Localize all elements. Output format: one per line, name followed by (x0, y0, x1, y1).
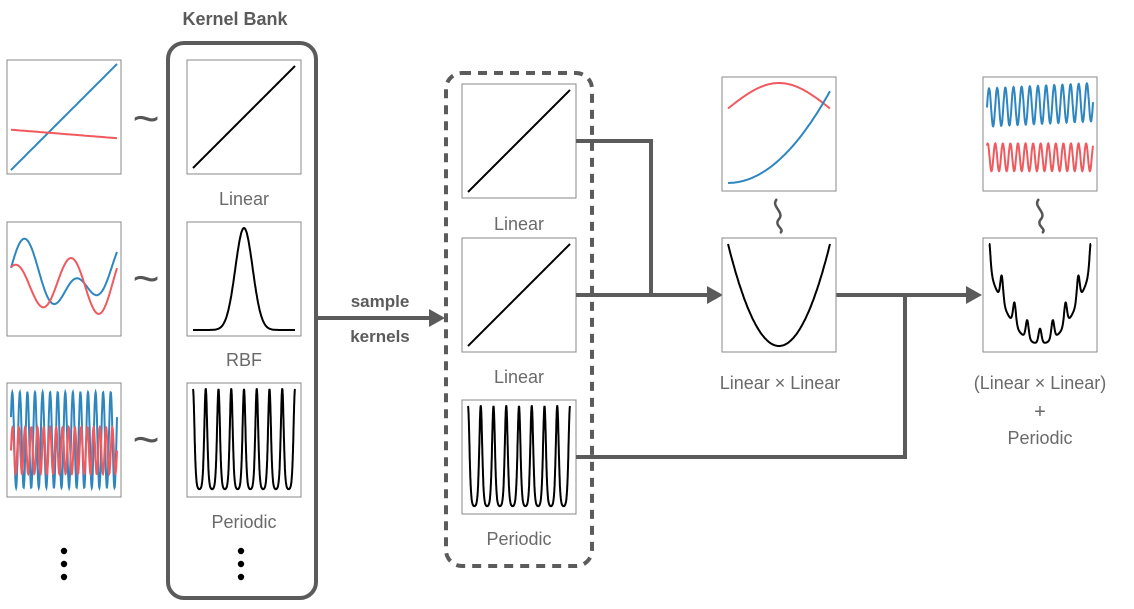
sample-curve-red (986, 141, 1094, 173)
kernel-curve (988, 243, 1092, 344)
composite-sum-sample-panel (982, 76, 1098, 192)
kernel-curve (193, 226, 295, 331)
squiggle-1 (773, 198, 783, 235)
kernel-label: Periodic (211, 512, 276, 532)
composite-product-sample-panel (721, 76, 837, 192)
sample-curve-blue (10, 388, 118, 492)
sample-panel-linear (6, 59, 122, 175)
left-ellipsis (60, 547, 68, 581)
composite-product-kernel (721, 237, 837, 353)
connector-periodic (576, 295, 907, 459)
sample-curve-blue (986, 81, 1094, 128)
tilde-2: ~ (133, 252, 160, 304)
composite-product-label: Linear × Linear (720, 373, 841, 393)
sample-arrow-head (429, 309, 445, 327)
sample-curve-red (10, 128, 118, 140)
sample-panel-rbf (6, 221, 122, 337)
kernel-curve (192, 65, 296, 169)
kernel-label: Linear (494, 214, 544, 234)
arrow-label-line2: kernels (350, 327, 410, 346)
kernel-label: Linear (494, 367, 544, 387)
kernel-label: Periodic (486, 529, 551, 549)
tilde-1: ~ (133, 92, 160, 144)
arrow-label-line1: sample (351, 292, 410, 311)
squiggle-2 (1035, 198, 1045, 235)
kernel-curve (467, 405, 571, 508)
sampled-kernel-periodic: Periodic (461, 399, 577, 549)
bank-kernel-rbf: RBF (186, 221, 302, 370)
sample-panel-periodic (6, 382, 122, 498)
kernel-bank-frame (166, 41, 318, 600)
sample-curve-blue (10, 63, 118, 171)
connector-linear-1 (576, 139, 653, 295)
composite-sum-kernel (982, 237, 1098, 353)
kernel-label: Linear (219, 189, 269, 209)
kernel-curve (467, 89, 571, 193)
sample-curve-red (10, 424, 118, 477)
sample-curve-blue (727, 90, 831, 184)
product-arrow-head (707, 286, 723, 304)
composite-sum-label-line1: (Linear × Linear) (974, 373, 1107, 393)
kernel-curve (192, 388, 296, 491)
sampled-kernels-frame (444, 71, 594, 568)
kernel-curve (727, 243, 831, 347)
sample-curve-blue (10, 237, 118, 305)
composite-sum-label-line3: Periodic (1007, 428, 1072, 448)
sampled-kernel-linear-2: Linear (461, 237, 577, 387)
sum-arrow-head (966, 286, 982, 304)
tilde-3: ~ (133, 413, 160, 465)
sample-curve-red (727, 82, 831, 110)
bank-kernel-periodic: Periodic (186, 382, 302, 532)
sample-curve-red (10, 256, 118, 315)
sampled-kernel-linear-1: Linear (461, 83, 577, 234)
kernel-bank-title: Kernel Bank (182, 9, 288, 29)
bank-ellipsis (237, 547, 245, 581)
connectors (576, 139, 968, 459)
kernel-label: RBF (226, 350, 262, 370)
kernel-curve (467, 243, 571, 347)
composite-sum-label-plus: + (1034, 401, 1046, 423)
bank-kernel-linear: Linear (186, 59, 302, 209)
